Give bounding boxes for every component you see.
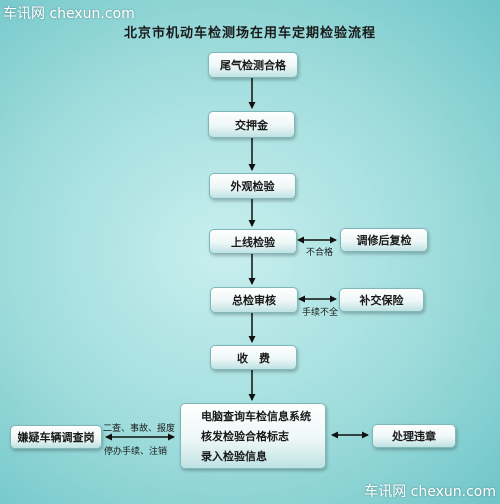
node-supplement-insurance: 补交保险 — [339, 288, 424, 312]
node-deposit: 交押金 — [208, 111, 295, 138]
label-incomplete: 手续不全 — [302, 308, 339, 318]
watermark-bottom: 车讯网 chexun.com — [364, 484, 496, 500]
node-repair-recheck: 调修后复检 — [340, 228, 428, 252]
label-fail: 不合格 — [306, 248, 334, 258]
system-line-2: 核发检验合格标志 — [201, 430, 289, 443]
node-fee: 收 费 — [210, 345, 297, 370]
node-suspect-vehicle: 嫌疑车辆调查岗 — [10, 425, 102, 449]
node-general-review: 总检审核 — [210, 287, 298, 313]
node-violation: 处理违章 — [372, 424, 456, 448]
node-appearance-check: 外观检验 — [209, 173, 296, 199]
label-suspect-bottom: 停办手续、注销 — [104, 447, 168, 457]
diagram-title: 北京市机动车检测场在用车定期检验流程 — [123, 26, 376, 41]
node-online-check: 上线检验 — [209, 229, 297, 254]
label-suspect-top: 二查、事故、报废 — [103, 424, 176, 434]
node-emission-pass: 尾气检测合格 — [208, 52, 298, 78]
system-line-1: 电脑查询车检信息系统 — [201, 410, 311, 423]
system-line-3: 录入检验信息 — [201, 450, 267, 463]
watermark-top: 车讯网 chexun.com — [3, 6, 135, 22]
node-system: 电脑查询车检信息系统 核发检验合格标志 录入检验信息 — [180, 403, 326, 469]
